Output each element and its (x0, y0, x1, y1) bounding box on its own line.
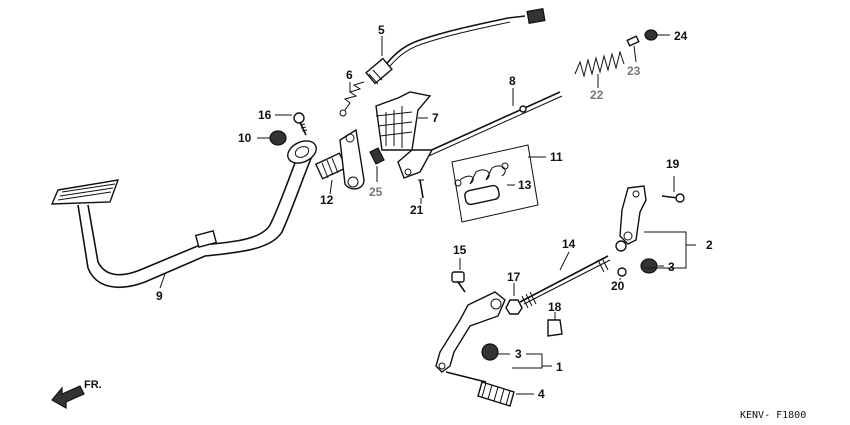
callout-13: 13 (518, 178, 532, 192)
brake-arm-plate (339, 128, 365, 190)
callout-14: 14 (562, 237, 576, 251)
bolt-15 (451, 271, 466, 293)
callout-25: 25 (369, 185, 383, 199)
callout-4: 4 (538, 387, 545, 401)
cap-24 (644, 29, 658, 41)
callout-21: 21 (410, 203, 424, 217)
callout-18: 18 (548, 300, 562, 314)
callout-15: 15 (453, 243, 467, 257)
bracket-7 (375, 91, 432, 151)
gearshift-pedal-1 (435, 291, 515, 407)
pin-23 (626, 35, 640, 47)
callout-16: 16 (258, 108, 272, 122)
callout-24: 24 (674, 29, 688, 43)
brake-switch-5 (365, 8, 546, 85)
bolt-16 (293, 112, 308, 136)
collar-18 (547, 319, 563, 337)
callout-numbers: 5 6 7 8 9 10 11 12 13 14 15 16 17 18 19 … (156, 23, 713, 401)
leader-lines (159, 34, 696, 395)
drawing-code: KENV- F1800 (740, 410, 806, 421)
shift-rubber-4 (477, 381, 515, 407)
brake-pivot-bolt (314, 128, 365, 190)
cotter-pin-21 (418, 179, 424, 199)
nut-17 (505, 299, 523, 315)
callout-20: 20 (611, 279, 625, 293)
callout-23: 23 (627, 64, 641, 78)
callout-6: 6 (346, 68, 353, 82)
callout-22: 22 (590, 88, 604, 102)
callout-17: 17 (507, 270, 521, 284)
callout-1: 1 (556, 360, 563, 374)
shift-rod-14 (519, 255, 611, 309)
callout-10: 10 (238, 131, 252, 145)
front-direction-arrow: FR. (51, 379, 102, 410)
spring-kit-11 (451, 144, 539, 223)
cap-10 (269, 130, 287, 146)
clip-25 (369, 147, 385, 165)
gearshift-arm-2 (615, 185, 685, 277)
callout-7: 7 (432, 111, 439, 125)
callout-19: 19 (666, 157, 680, 171)
callout-3-upper: 3 (668, 260, 675, 274)
callout-3-lower: 3 (515, 347, 522, 361)
spring-22 (574, 50, 625, 78)
brake-rod-8 (397, 91, 563, 179)
callout-2: 2 (706, 238, 713, 252)
callout-11: 11 (550, 150, 563, 164)
callout-12: 12 (320, 193, 334, 207)
callout-9: 9 (156, 289, 163, 303)
brake-pedal-arm (50, 140, 317, 289)
direction-label: FR. (84, 379, 102, 391)
pedal-rubber-stop (194, 230, 218, 248)
spring-6 (339, 81, 365, 117)
callout-8: 8 (509, 74, 516, 88)
callout-5: 5 (378, 23, 385, 37)
